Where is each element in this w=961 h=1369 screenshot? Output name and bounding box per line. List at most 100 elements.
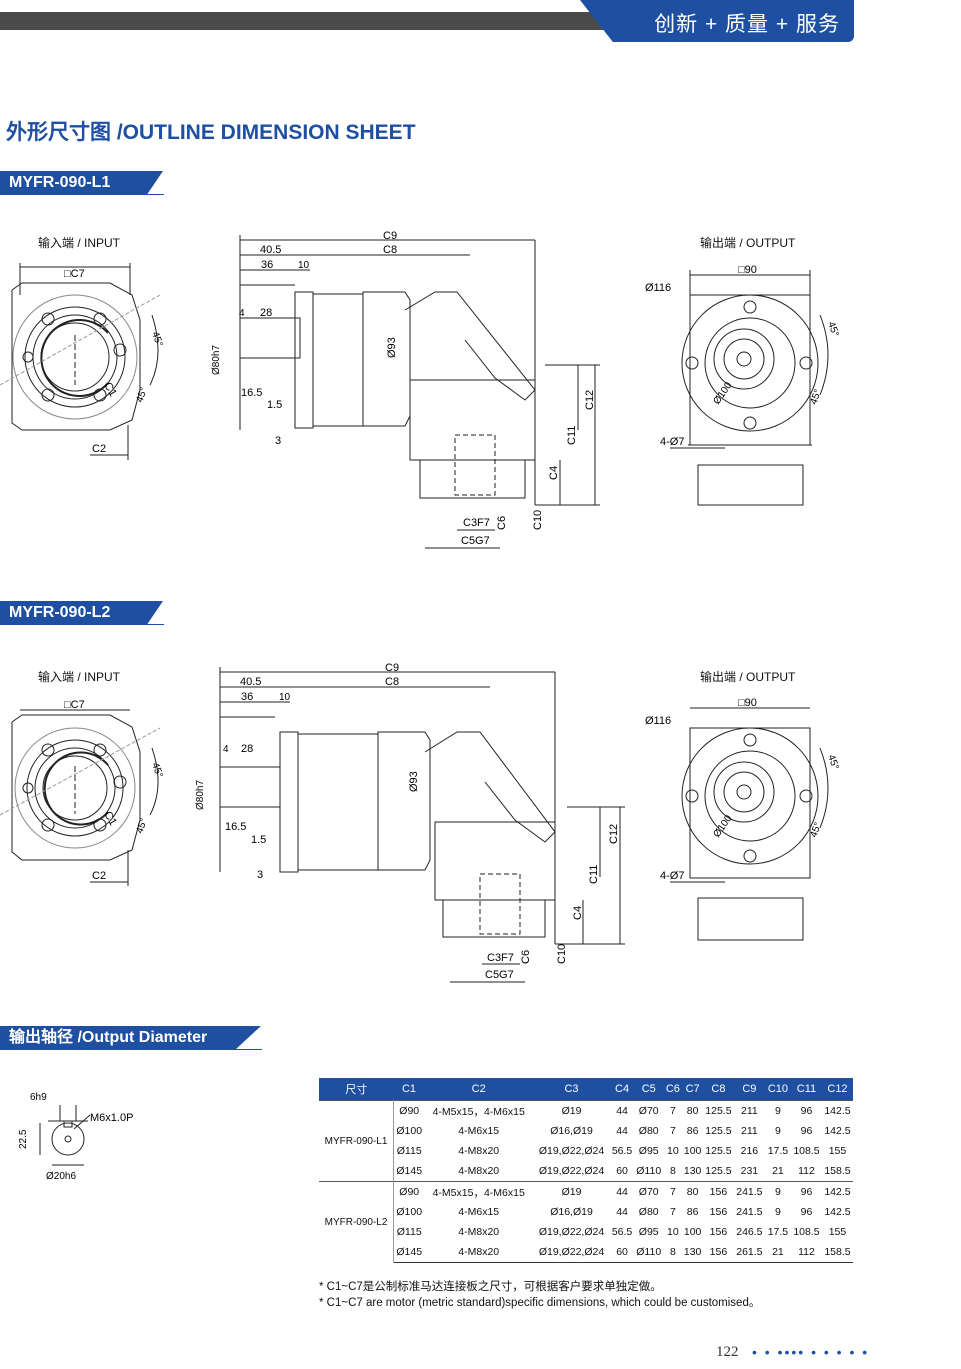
table-cell: 10: [667, 1145, 679, 1157]
col-header: 尺寸: [319, 1078, 394, 1101]
note-en: * C1~C7 are motor (metric standard)speci…: [319, 1297, 761, 1309]
header-bar: [0, 12, 640, 30]
table-cell: Ø110: [634, 1242, 664, 1263]
col-header: C1: [393, 1078, 425, 1101]
output-shaft-drawing: 6h9 M6x1.0P 22.5 Ø20h6: [18, 1092, 133, 1182]
table-cell: 96: [790, 1181, 822, 1202]
table-cell: Ø95: [638, 1145, 659, 1157]
col-header: C12: [821, 1078, 853, 1101]
dim-c1: C1: [101, 381, 118, 399]
slogan-banner: 创新 + 质量 + 服务: [580, 0, 854, 42]
dim-c12: C12: [608, 824, 620, 844]
table-cell: 56.5: [611, 1226, 633, 1238]
table-cell: 4-M8x20: [458, 1165, 500, 1177]
dim-4: 4: [223, 744, 229, 755]
dim-28: 28: [241, 743, 253, 755]
table-cell: 261.5: [733, 1242, 765, 1263]
table-cell: Ø100: [396, 1125, 423, 1137]
dim-16-5: 16.5: [225, 821, 246, 833]
dim-sq90: □90: [738, 697, 757, 709]
input-flange-view-l2: □C7 C2 C1 45° 45°: [0, 699, 165, 886]
table-cell: Ø90: [393, 1181, 425, 1202]
table-cell: 7: [669, 1125, 676, 1137]
section-tag-underline: [0, 624, 164, 625]
section-tag-underline: [0, 1049, 262, 1050]
side-view-l2: C9 C8 40.5 36 10 4 28 Ø80h7 Ø93 16.5 1.5…: [195, 662, 625, 983]
dim-3: 3: [257, 869, 263, 881]
output-label: 输出端 / OUTPUT: [700, 670, 796, 684]
table-cell: 10: [667, 1226, 679, 1238]
table-cell: 100: [683, 1145, 702, 1157]
table-cell: Ø115: [396, 1226, 422, 1238]
table-cell: 4-M8x20: [458, 1226, 500, 1238]
table-cell: 112: [798, 1165, 815, 1177]
dim-36: 36: [241, 691, 253, 703]
table-cell: 86: [686, 1206, 699, 1218]
dim-4: 4: [239, 308, 245, 319]
dim-c3: C3F7: [463, 517, 490, 529]
table-cell: 108.5: [793, 1226, 820, 1238]
table-cell: Ø19: [533, 1181, 610, 1202]
dim-c2: C2: [92, 443, 106, 455]
dim-d116: Ø116: [645, 715, 671, 727]
dim-10: 10: [298, 260, 310, 271]
table-cell: 7: [669, 1206, 676, 1218]
output-label: 输出端 / OUTPUT: [700, 236, 796, 250]
table-cell: 158.5: [824, 1165, 851, 1177]
dim-36: 36: [261, 259, 273, 271]
table-cell: 44: [616, 1125, 628, 1137]
output-flange-view-l1: Ø116 □90 Ø100 45° 45° 4-Ø7: [645, 264, 841, 506]
table-cell: 96: [800, 1125, 813, 1137]
section-tag-output-diameter: 输出轴径 /Output Diameter: [0, 1026, 261, 1050]
dim-c11: C11: [566, 426, 578, 445]
col-header: C6: [663, 1078, 683, 1101]
dim-45: 45°: [825, 320, 841, 338]
dim-c10: C10: [556, 944, 568, 964]
table-cell: Ø19,Ø22,Ø24: [538, 1165, 605, 1177]
table-cell: 21: [772, 1165, 784, 1177]
table-cell: 4-M8x20: [458, 1145, 500, 1157]
table-cell: Ø145: [396, 1165, 423, 1177]
spec-table: 尺寸 C1 C2 C3 C4 C5 C6 C7 C8 C9 C10 C11 C1…: [319, 1078, 853, 1263]
dim-c9: C9: [383, 230, 397, 242]
dim-10: 10: [279, 692, 291, 703]
col-header: C8: [702, 1078, 734, 1101]
dim-28: 28: [260, 307, 272, 319]
table-cell: 60: [610, 1242, 635, 1263]
table-cell: Ø145: [393, 1242, 425, 1263]
table-cell: 241.5: [733, 1181, 765, 1202]
table-cell: 231: [740, 1165, 759, 1177]
model-cell: MYFR-090-L1: [319, 1100, 395, 1182]
dim-c6: C6: [496, 516, 508, 530]
table-cell: 158.5: [821, 1242, 853, 1263]
table-cell: 155: [828, 1145, 847, 1157]
dim-c3: C3F7: [487, 952, 514, 964]
table-cell: 4-M5x15，4-M6x15: [424, 1100, 533, 1121]
table-cell: 142.5: [824, 1125, 851, 1137]
table-cell: Ø80: [638, 1206, 659, 1218]
table-cell: Ø19: [533, 1100, 610, 1121]
table-cell: Ø19,Ø22,Ø24: [538, 1145, 605, 1157]
key-width-label: 6h9: [30, 1092, 47, 1103]
table-cell: 156: [702, 1181, 734, 1202]
table-cell: 142.5: [824, 1206, 851, 1218]
dim-d100: Ø100: [711, 813, 734, 840]
dim-45: 45°: [825, 753, 841, 771]
col-header: C4: [610, 1078, 635, 1101]
table-cell: Ø100: [396, 1206, 423, 1218]
table-cell: 125.5: [705, 1125, 732, 1137]
dim-c8: C8: [383, 244, 397, 256]
section-tag-l2: MYFR-090-L2: [0, 601, 163, 625]
dim-c2: C2: [92, 870, 106, 882]
dim-45b: 45°: [134, 817, 150, 835]
table-cell: 8: [663, 1242, 683, 1263]
page-number: 122: [716, 1344, 739, 1360]
table-cell: 60: [616, 1165, 628, 1177]
table-cell: 130: [682, 1242, 703, 1263]
side-view-l1: C9 C8 40.5 36 10 4 28 Ø80h7 Ø93 16.5 1.5…: [211, 230, 600, 549]
table-cell: 125.5: [705, 1145, 732, 1157]
table-cell: 80: [682, 1100, 703, 1121]
